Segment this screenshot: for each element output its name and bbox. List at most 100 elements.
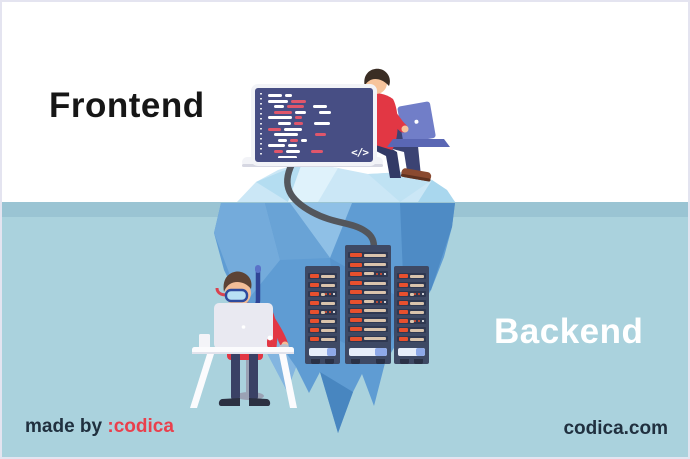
server-slot [308, 291, 337, 297]
code-segment [301, 133, 315, 136]
code-segment [284, 127, 302, 131]
code-segment [268, 144, 285, 148]
code-screen-lines [268, 94, 369, 158]
code-line [268, 144, 369, 148]
backend-label: Backend [494, 312, 644, 351]
code-segment [311, 149, 323, 153]
code-segment [268, 94, 282, 97]
server-slot [348, 280, 388, 287]
code-line [268, 110, 369, 114]
desk-cup [199, 334, 210, 348]
code-segment [268, 116, 292, 120]
code-segment [291, 99, 306, 103]
desk [190, 347, 297, 408]
server-slot [348, 326, 388, 333]
server-slot [397, 300, 426, 306]
frontend-label: Frontend [49, 86, 205, 125]
drive-bay [398, 348, 425, 356]
diving-mask [224, 288, 249, 303]
server-slot [308, 309, 337, 315]
server-slot [308, 327, 337, 333]
diver-legs [218, 352, 271, 406]
code-line [268, 99, 369, 103]
server-slot [348, 252, 388, 259]
codica-logo-text: :codica [107, 416, 174, 437]
code-segment [274, 105, 284, 109]
line-number-dots [260, 93, 262, 157]
code-segment [274, 110, 292, 114]
server-slot [397, 273, 426, 279]
desk-monitor [214, 303, 273, 352]
rack-feet [348, 359, 388, 364]
diver-hair [223, 271, 252, 292]
code-editor-screen: </> [251, 84, 377, 166]
code-segment [268, 99, 288, 103]
server-slot [397, 309, 426, 315]
code-segment [278, 155, 297, 158]
code-segment [319, 110, 331, 114]
made-by-text: made by [25, 416, 108, 437]
made-by-credit: made by :codica [25, 416, 174, 438]
code-segment [274, 133, 298, 137]
server-slot [308, 300, 337, 306]
server-rack [305, 266, 340, 364]
code-segment [288, 144, 297, 148]
code-segment [295, 110, 306, 114]
rack-rows [397, 270, 426, 345]
developer-hair [364, 68, 390, 88]
server-slot [348, 335, 388, 342]
rack-rows [308, 270, 337, 345]
code-segment [287, 105, 304, 109]
server-slot [348, 289, 388, 296]
developer-laptop [397, 101, 436, 143]
server-slot [397, 282, 426, 288]
code-segment [315, 133, 326, 137]
code-line [268, 155, 369, 158]
drive-bay [309, 348, 336, 356]
server-rack [345, 245, 391, 364]
developer-hand [401, 125, 409, 133]
server-slot [308, 273, 337, 279]
code-segment [313, 105, 327, 109]
developer-laptop-deck [387, 139, 450, 147]
code-line [268, 121, 369, 125]
network-cable [284, 160, 378, 252]
code-line [268, 149, 369, 153]
code-segment [274, 149, 283, 153]
code-line [268, 133, 369, 137]
drive-bay [349, 348, 387, 356]
server-slot [348, 298, 388, 305]
server-rack [394, 266, 429, 364]
desk-rocket-toy [267, 335, 273, 348]
code-segment [290, 138, 298, 142]
server-slot [397, 291, 426, 297]
code-segment [268, 127, 281, 131]
code-segment [295, 116, 302, 120]
code-line [268, 127, 369, 131]
code-segment [278, 121, 291, 125]
website-url: codica.com [563, 418, 668, 439]
server-slot [348, 307, 388, 314]
code-line [268, 138, 369, 142]
server-slot [308, 336, 337, 342]
rack-rows [348, 249, 388, 345]
server-slot [308, 318, 337, 324]
code-line [268, 94, 369, 97]
code-segment [301, 138, 307, 142]
code-segment [309, 111, 319, 114]
server-slot [348, 261, 388, 268]
server-slot [397, 327, 426, 333]
code-segment [286, 149, 300, 153]
developer-leg [372, 140, 401, 178]
server-slot [397, 336, 426, 342]
rack-feet [397, 359, 426, 364]
code-segment [294, 121, 303, 125]
code-segment [303, 150, 311, 153]
code-line [268, 105, 369, 109]
iceberg-tip [237, 163, 455, 202]
developer-shoe [400, 168, 432, 182]
server-slot [348, 317, 388, 324]
code-segment [278, 138, 287, 142]
